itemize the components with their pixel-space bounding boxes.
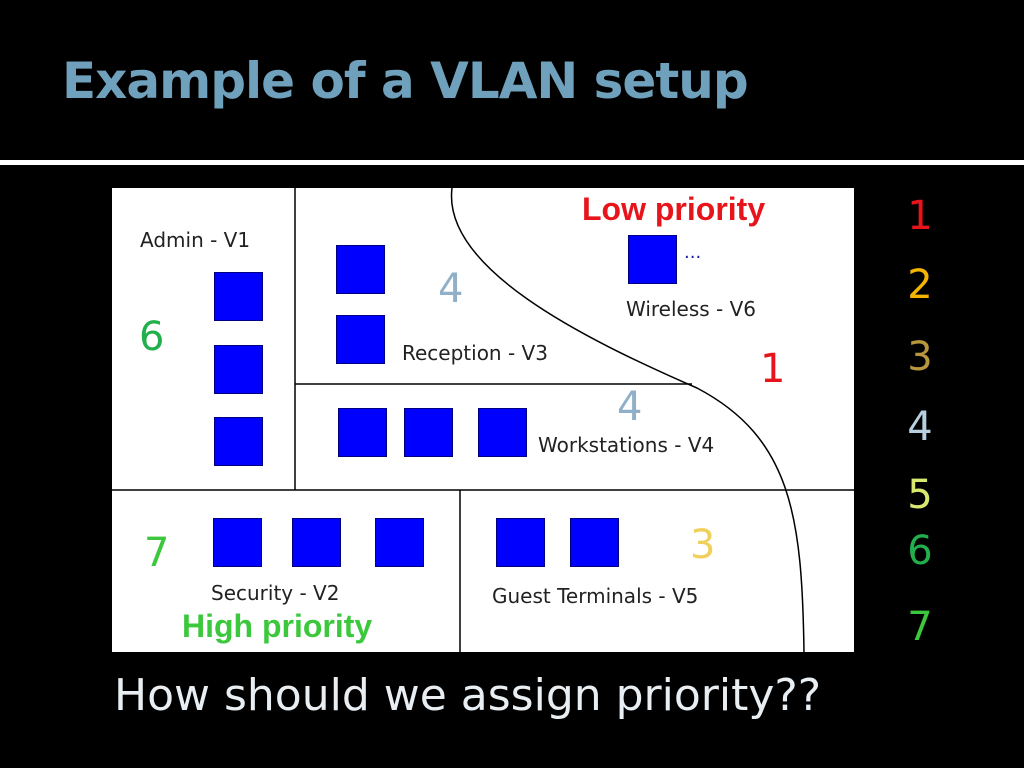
- admin-priority-number: 6: [139, 314, 165, 360]
- admin-computer-icon: [214, 345, 263, 394]
- vlan-diagram-lines: [112, 188, 854, 652]
- priority-scale-4: 4: [907, 404, 933, 450]
- wireless-priority-number: 1: [760, 346, 786, 392]
- priority-scale-1: 1: [907, 193, 933, 239]
- priority-scale-3: 3: [907, 334, 933, 380]
- guest-computer-icon: [570, 518, 619, 567]
- wireless-computer-icon: [628, 235, 677, 284]
- priority-scale-5: 5: [907, 472, 933, 518]
- security-computer-icon: [375, 518, 424, 567]
- admin-vlan-label: Admin - V1: [140, 228, 251, 252]
- workstation-computer-icon: [404, 408, 453, 457]
- priority-scale-6: 6: [907, 528, 933, 574]
- workstation-computer-icon: [478, 408, 527, 457]
- security-vlan-label: Security - V2: [211, 581, 340, 605]
- wireless-vlan-label: Wireless - V6: [626, 297, 757, 321]
- guest-computer-icon: [496, 518, 545, 567]
- vlan-diagram: Admin - V1 6 Reception - V3 4 Low priori…: [112, 188, 854, 652]
- reception-priority-number: 4: [438, 266, 464, 312]
- priority-scale-2: 2: [907, 262, 933, 308]
- workstation-computer-icon: [338, 408, 387, 457]
- reception-computer-icon: [336, 245, 385, 294]
- wireless-more-devices: ...: [684, 242, 702, 263]
- guest-priority-number: 3: [690, 522, 716, 568]
- workstations-vlan-label: Workstations - V4: [538, 433, 715, 457]
- title-divider: [0, 160, 1024, 165]
- reception-vlan-label: Reception - V3: [402, 341, 548, 365]
- security-priority-number: 7: [144, 530, 170, 576]
- priority-question: How should we assign priority??: [114, 670, 822, 721]
- security-computer-icon: [213, 518, 262, 567]
- admin-computer-icon: [214, 417, 263, 466]
- workstations-priority-number: 4: [617, 384, 643, 430]
- priority-scale-7: 7: [907, 604, 933, 650]
- wireless-boundary-curve: [450, 188, 805, 652]
- admin-computer-icon: [214, 272, 263, 321]
- low-priority-label: Low priority: [582, 191, 766, 227]
- security-computer-icon: [292, 518, 341, 567]
- guest-vlan-label: Guest Terminals - V5: [492, 584, 699, 608]
- slide-title: Example of a VLAN setup: [62, 52, 749, 110]
- reception-computer-icon: [336, 315, 385, 364]
- high-priority-label: High priority: [182, 608, 373, 644]
